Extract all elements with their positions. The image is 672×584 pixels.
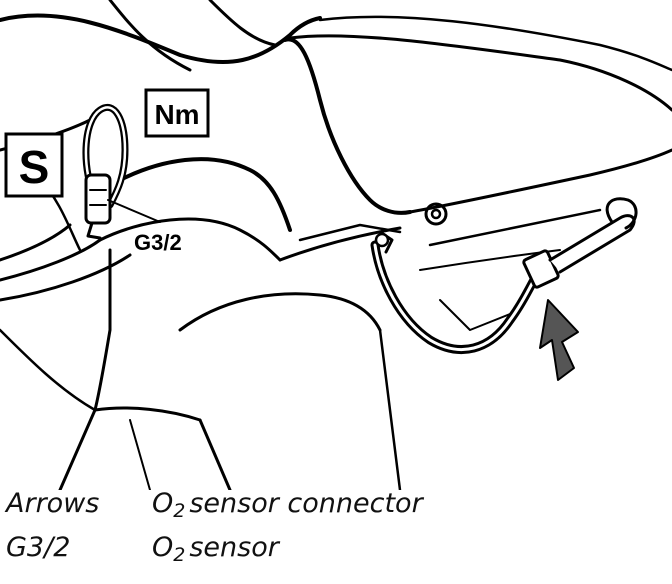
legend-value-subscript: 2 [173,544,186,566]
engine-diagram: S Nm G3/2 [0,0,672,490]
legend-value-prefix: O [152,488,174,519]
legend-value-prefix: O [152,532,174,563]
engine-block-outline [283,37,412,215]
label-s: S [19,141,50,193]
upper-housing-outline [0,13,322,65]
sensor-cable-right [370,240,545,355]
legend-key: Arrows [6,488,100,519]
g32-leader-line [107,199,161,223]
label-g32: G3/2 [134,230,182,255]
o2-sensor-body [84,173,112,225]
label-s-box [4,132,64,198]
bolt [424,202,448,226]
legend-value-subscript: 2 [173,500,186,522]
label-nm-box [144,88,210,138]
legend-value-text: sensor connector [189,488,423,519]
legend-value-text: sensor [189,532,279,563]
down-pipe [118,157,292,232]
label-nm: Nm [154,99,199,130]
connector-arrow [539,299,579,381]
legend-key: G3/2 [6,532,71,563]
